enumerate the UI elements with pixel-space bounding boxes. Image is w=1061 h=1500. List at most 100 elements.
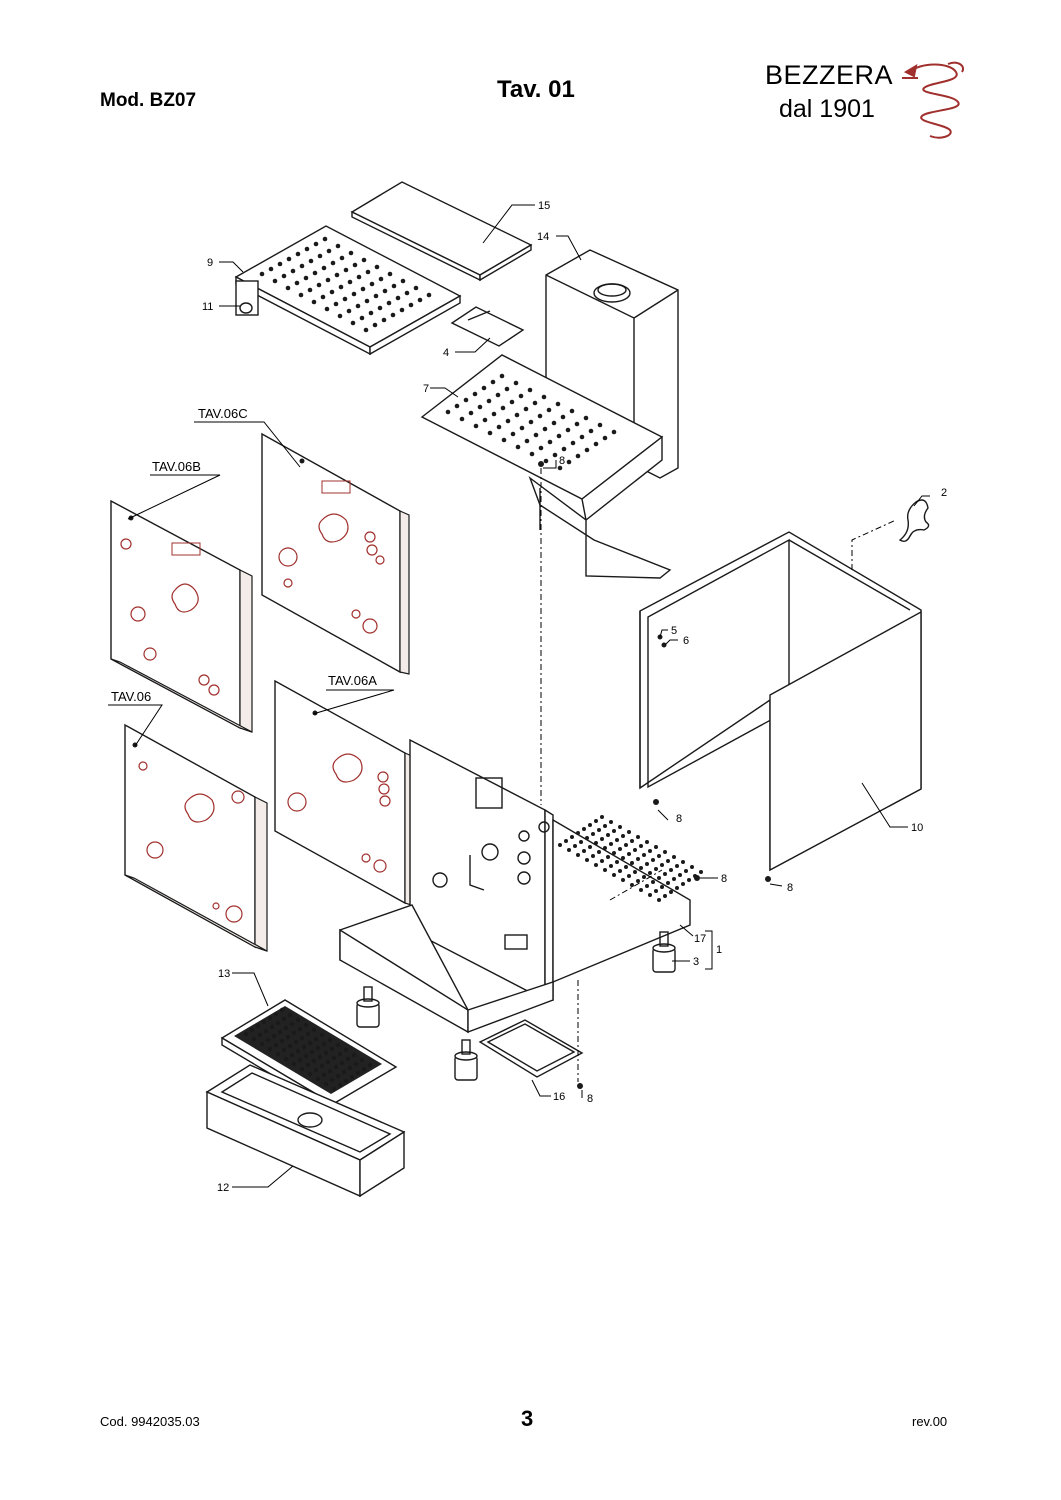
perforation-hole [657, 876, 661, 880]
perforation-hole [675, 886, 679, 890]
callout-4: 4 [443, 347, 449, 359]
perforation-hole [342, 296, 348, 302]
perforation-hole [343, 1078, 349, 1084]
part-4-small-plate [450, 306, 525, 347]
perforation-hole [547, 439, 553, 445]
perforation-hole [519, 425, 525, 431]
perforation-hole [583, 415, 589, 421]
perforation-hole [642, 875, 646, 879]
perforation-hole [364, 298, 370, 304]
perforation-hole [524, 438, 530, 444]
perforation-hole [281, 1016, 287, 1022]
perforation-hole [374, 264, 380, 270]
perforation-hole [576, 831, 580, 835]
perforation-hole [265, 1037, 271, 1043]
perforation-hole [283, 1025, 289, 1031]
perforation-hole [585, 836, 589, 840]
perforation-hole [657, 854, 661, 858]
perforation-hole [268, 266, 274, 272]
revision-label: rev.00 [912, 1414, 948, 1429]
perforation-hole [542, 426, 548, 432]
perforation-hole [285, 1034, 291, 1040]
perforation-hole [533, 432, 539, 438]
perforation-hole [316, 282, 322, 288]
perforation-hole [363, 327, 369, 333]
perforation-hole [663, 850, 667, 854]
perforation-hole [352, 262, 358, 268]
perforation-hole [305, 1031, 311, 1037]
perforation-hole [552, 452, 558, 458]
perforation-hole [293, 1039, 299, 1045]
perforation-hole [636, 879, 640, 883]
perforation-hole [472, 391, 478, 397]
perforation-hole [621, 834, 625, 838]
perforation-hole [322, 236, 328, 242]
perforation-hole [312, 270, 318, 276]
perforation-hole [426, 292, 432, 298]
perforation-hole [382, 288, 388, 294]
perforation-hole [337, 1082, 343, 1088]
perforation-hole [576, 853, 580, 857]
perforation-hole [323, 1081, 329, 1087]
perforation-hole [481, 385, 487, 391]
perforation-hole [490, 379, 496, 385]
perforation-hole [558, 843, 562, 847]
perforation-hole [681, 860, 685, 864]
perforation-hole [651, 858, 655, 862]
perforation-hole [445, 409, 451, 415]
perforation-hole [343, 1047, 349, 1053]
perforation-hole [594, 863, 598, 867]
perforation-hole [307, 1040, 313, 1046]
perforation-hole [624, 865, 628, 869]
perforation-hole [594, 819, 598, 823]
perforation-hole [627, 874, 631, 878]
perforation-hole [574, 421, 580, 427]
perforation-hole [255, 1023, 261, 1029]
part-12-drip-tray [205, 1064, 406, 1198]
perforation-hole [307, 287, 313, 293]
perforation-hole [528, 419, 534, 425]
perforation-hole [291, 1030, 297, 1036]
perforation-hole [348, 250, 354, 256]
perforation-hole [290, 268, 296, 274]
perforation-hole [666, 881, 670, 885]
callout-3: 3 [693, 956, 699, 968]
perforation-hole [381, 317, 387, 323]
perforation-hole [267, 1046, 273, 1052]
perforation-hole [582, 849, 586, 853]
perforation-hole [477, 404, 483, 410]
perforation-hole [463, 397, 469, 403]
perforation-hole [518, 393, 524, 399]
callout-8a: 8 [559, 455, 565, 467]
perforation-hole [355, 303, 361, 309]
perforation-hole [307, 1071, 313, 1077]
perforation-hole [294, 280, 300, 286]
perforation-hole [269, 1024, 275, 1030]
perforation-hole [313, 241, 319, 247]
perforation-hole [345, 1056, 351, 1062]
perforation-hole [603, 846, 607, 850]
bezzera-serpent-logo [902, 61, 964, 139]
perforation-hole [529, 451, 535, 457]
perforation-hole [349, 1074, 355, 1080]
part-2-logo-badge [898, 499, 930, 543]
perforation-hole [621, 878, 625, 882]
perforation-hole [627, 830, 631, 834]
perforation-hole [639, 888, 643, 892]
perforation-hole [532, 400, 538, 406]
perforation-hole [304, 246, 310, 252]
perforation-hole [615, 838, 619, 842]
perforation-hole [313, 1036, 319, 1042]
perforation-hole [663, 894, 667, 898]
perforation-hole [627, 852, 631, 856]
perforation-hole [609, 820, 613, 824]
callout-16: 16 [553, 1091, 565, 1103]
perforation-hole [618, 869, 622, 873]
perforation-hole [527, 387, 533, 393]
perforation-hole [275, 1051, 281, 1057]
perforation-hole [281, 273, 287, 279]
perforation-hole [359, 315, 365, 321]
perforation-hole [326, 248, 332, 254]
perforation-hole [666, 859, 670, 863]
perforation-hole [513, 380, 519, 386]
